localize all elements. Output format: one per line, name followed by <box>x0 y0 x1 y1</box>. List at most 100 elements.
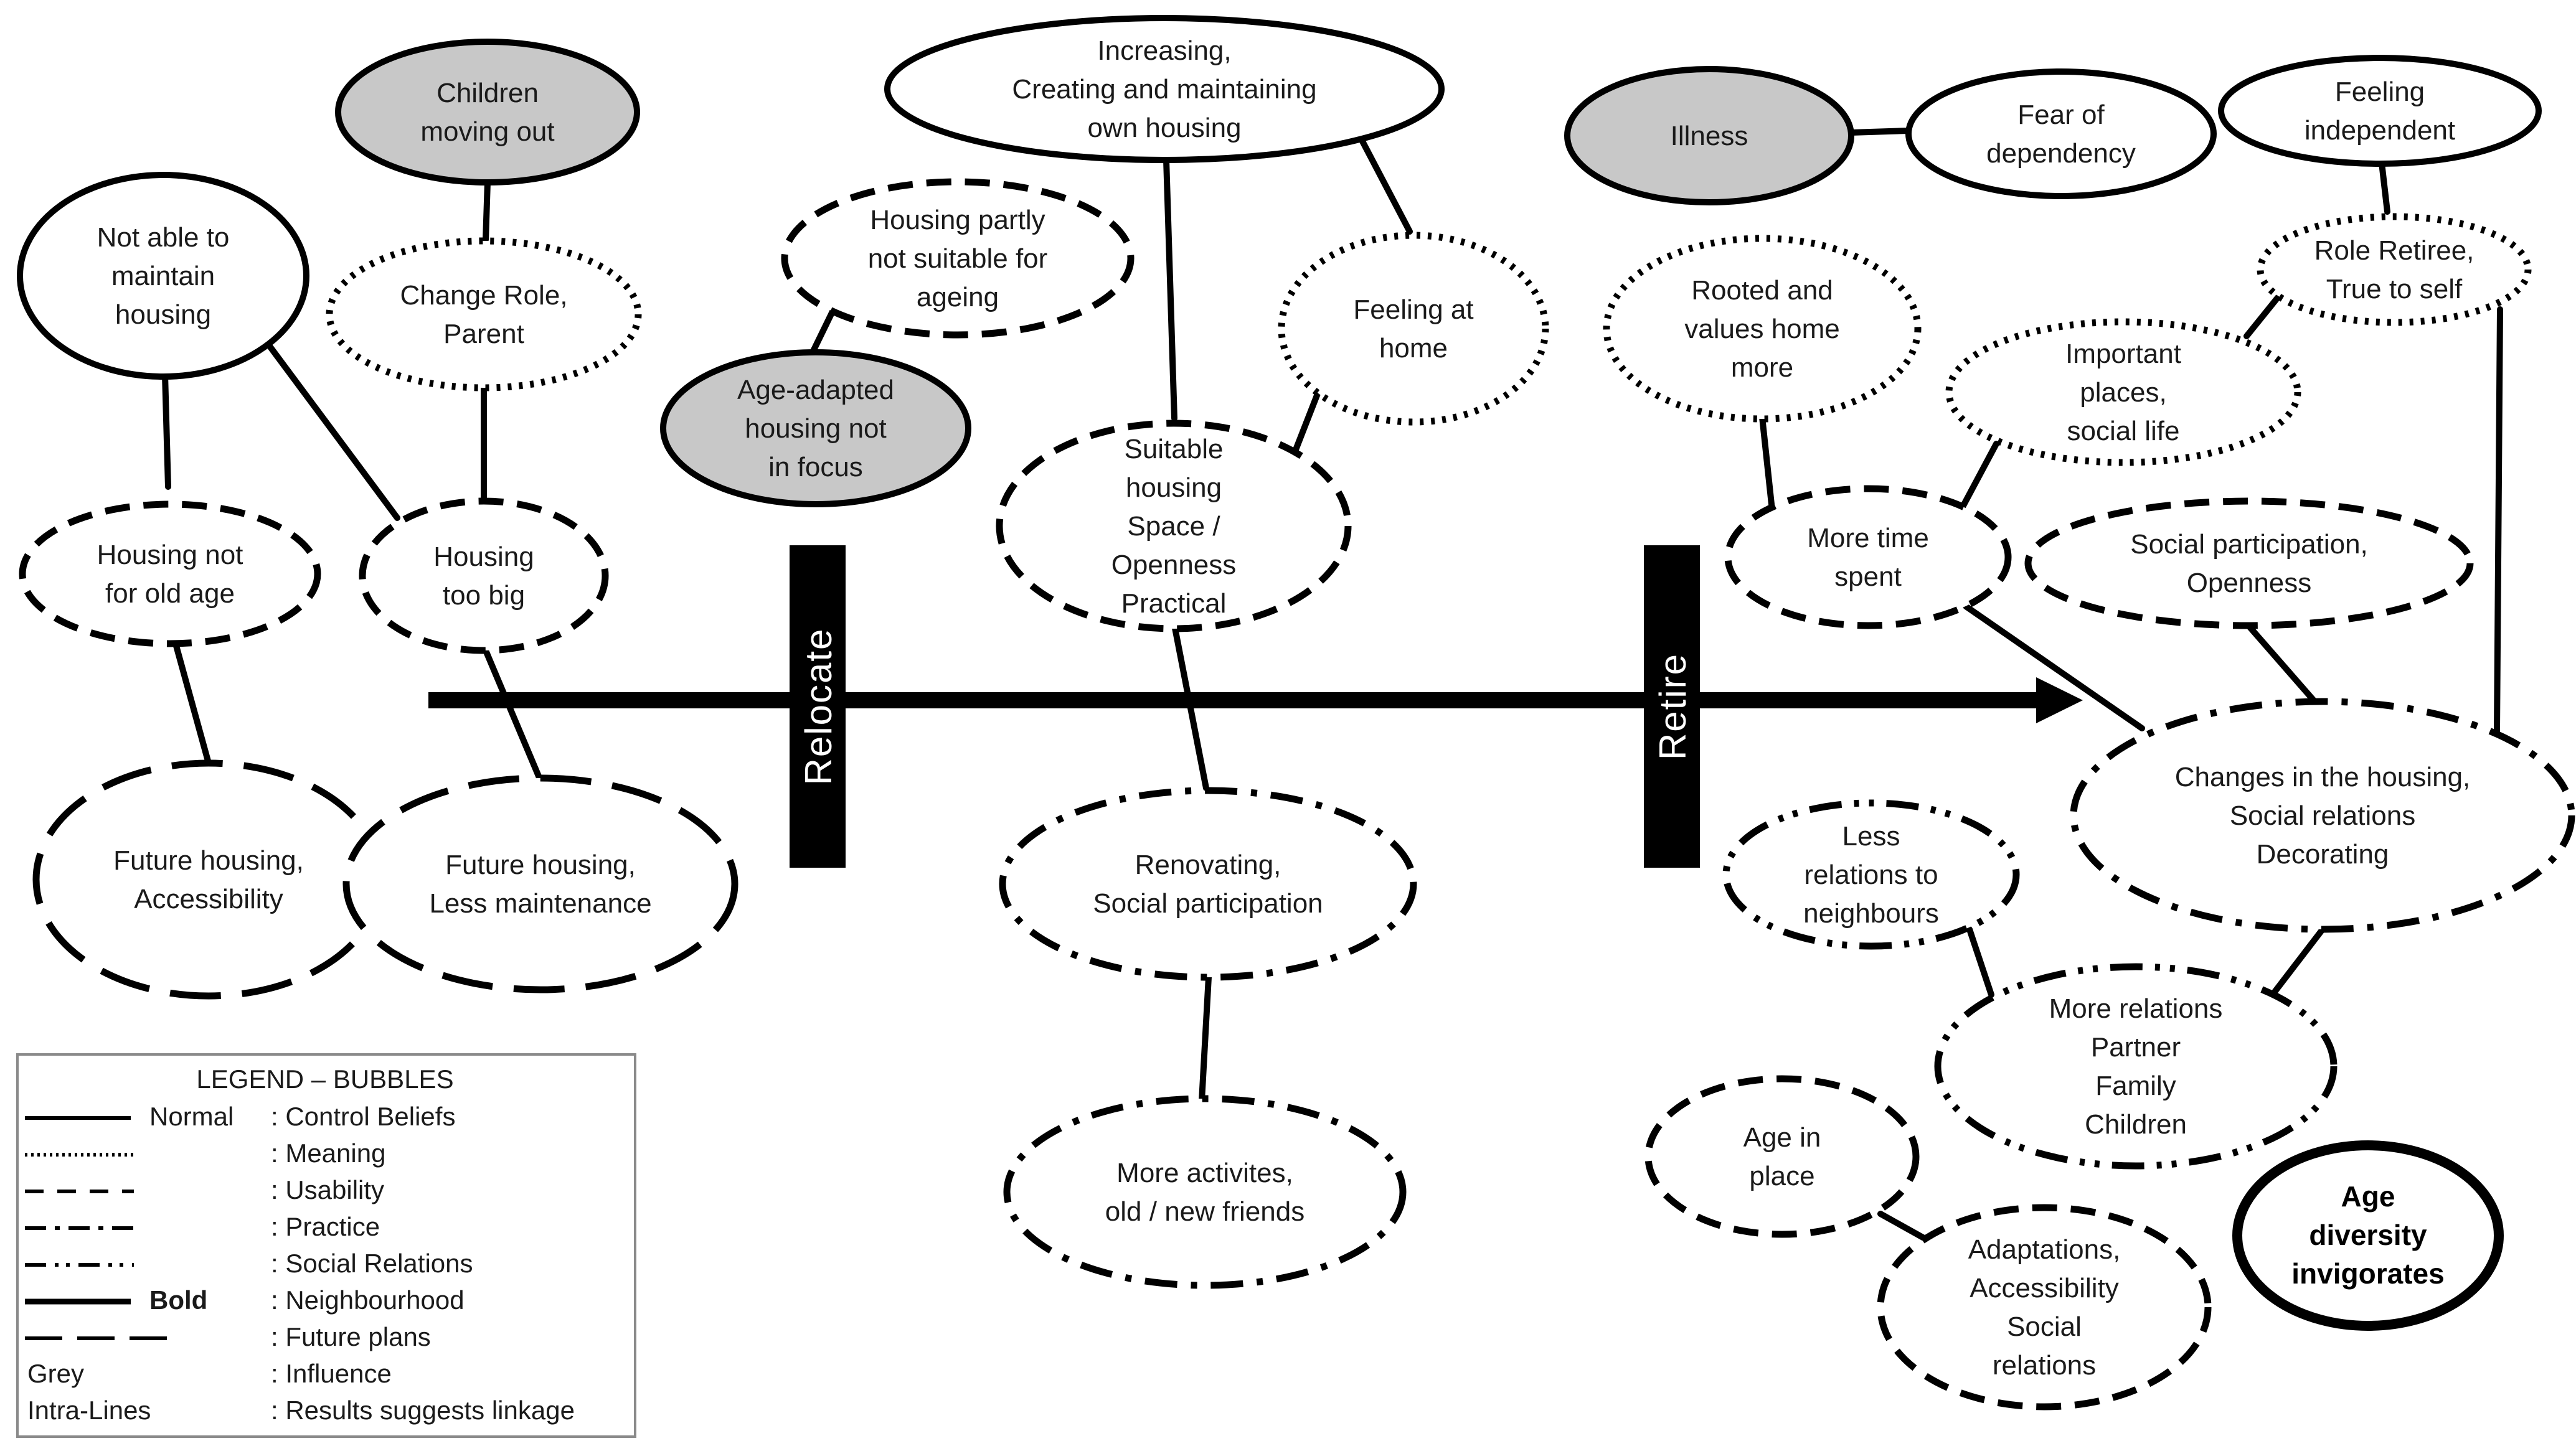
bubble-increasing-creating-housing-line: Increasing, <box>1097 35 1231 66</box>
bubble-more-relations-shape <box>1934 963 2338 1170</box>
bubble-suitable-housing-line: Practical <box>1121 588 1227 619</box>
bubble-renovating-social-participation-line: Renovating, <box>1135 850 1281 880</box>
bubble-housing-not-for-old-age-shape <box>19 500 321 647</box>
bubble-role-retiree-line: Role Retiree, <box>2314 235 2475 266</box>
timeline-arrow <box>428 677 2083 723</box>
bar-retire-label: Retire <box>1652 653 1694 760</box>
bubble-age-diversity-invigorates-line: Age <box>2341 1180 2395 1213</box>
bubble-not-able-to-maintain-line: maintain <box>111 261 215 291</box>
bubble-changes-in-housing: Changes in the housing,Social relationsD… <box>2070 698 2575 933</box>
legend-key-normal: Normal <box>149 1102 234 1131</box>
bubble-future-housing-accessibility-line: Future housing, <box>113 845 304 876</box>
bar-relocate-rect <box>790 545 846 868</box>
bubble-less-relations-neighbours-line: relations to <box>1804 860 1938 890</box>
legend-label-grey: : Influence <box>271 1359 392 1388</box>
bubble-changes-in-housing-line: Social relations <box>2230 800 2415 831</box>
bubble-feeling-independent-line: independent <box>2305 115 2455 146</box>
bubble-social-participation-openness-shape <box>2024 497 2474 629</box>
bubble-changes-in-housing-shape <box>2070 698 2575 933</box>
bubble-increasing-creating-housing-line: own housing <box>1087 113 1241 143</box>
bubble-more-activities-shape <box>1003 1095 1407 1289</box>
bubble-future-housing-accessibility-shape <box>32 759 385 1000</box>
bubble-illness-line: Illness <box>1671 121 1748 151</box>
bubble-change-role-parent-line: Change Role, <box>400 280 567 311</box>
bubble-housing-too-big-line: Housing <box>433 542 534 572</box>
bar-retire-rect <box>1644 545 1700 868</box>
bubble-age-adapted-housing-shape <box>660 349 971 507</box>
bubble-future-housing-accessibility: Future housing,Accessibility <box>32 759 385 1000</box>
link-not-for-old-future-access <box>172 641 212 766</box>
legend-label-intra: : Results suggests linkage <box>271 1396 575 1425</box>
bubble-not-able-to-maintain-shape <box>17 172 309 380</box>
legend-row-normal: Normal: Control Beliefs <box>25 1102 455 1131</box>
bubble-renovating-social-participation-line: Social participation <box>1093 888 1323 919</box>
bubble-adaptations-accessibility-line: relations <box>1993 1350 2096 1381</box>
bubble-role-retiree-line: True to self <box>2326 274 2463 304</box>
bubble-more-relations-line: Family <box>2095 1071 2176 1101</box>
bubble-more-activities-line: old / new friends <box>1105 1196 1305 1227</box>
bubble-suitable-housing-shape <box>996 420 1352 632</box>
link-changes-more-relations <box>2268 926 2326 999</box>
bubble-adaptations-accessibility-line: Social <box>2007 1312 2082 1342</box>
bubble-housing-partly-not-suitable-line: Housing partly <box>870 205 1045 235</box>
bubble-more-relations-line: Children <box>2085 1109 2187 1140</box>
bubble-less-relations-neighbours-shape <box>1722 799 2020 950</box>
bubble-age-in-place-line: Age in <box>1743 1122 1821 1153</box>
bar-retire: Retire <box>1644 545 1700 868</box>
link-role-changes <box>2494 306 2503 735</box>
bubble-change-role-parent-line: Parent <box>443 319 524 349</box>
link-illness-fear <box>1847 128 1911 136</box>
bubble-important-places-shape <box>1945 318 2301 466</box>
legend-label-bold: : Neighbourhood <box>271 1285 465 1315</box>
legend-label-social: : Social Relations <box>271 1249 473 1278</box>
legend-key-bold: Bold <box>149 1285 207 1315</box>
bubble-age-in-place-shape <box>1644 1075 1920 1238</box>
bubble-future-housing-less-maintenance-line: Future housing, <box>445 850 636 880</box>
legend-rows: Normal: Control Beliefs: Meaning: Usabil… <box>25 1102 575 1425</box>
bubble-age-diversity-invigorates-line: invigorates <box>2291 1257 2444 1290</box>
bar-relocate-label: Relocate <box>798 628 839 786</box>
link-feeling-home-suitable <box>1291 389 1321 458</box>
link-less-relations-more-relations <box>1966 926 1994 998</box>
bubble-social-participation-openness-line: Openness <box>2187 568 2312 598</box>
link-increasing-suitable <box>1163 157 1177 421</box>
legend-row-future: : Future plans <box>25 1322 431 1351</box>
bubble-rooted-values-home-shape <box>1603 235 1922 423</box>
bubble-increasing-creating-housing-line: Creating and maintaining <box>1012 74 1316 105</box>
bubble-important-places-line: places, <box>2080 377 2166 408</box>
legend-label-usability: : Usability <box>271 1175 384 1204</box>
link-increasing-feeling-home <box>1359 137 1413 235</box>
bar-relocate: Relocate <box>790 545 846 868</box>
bubble-children-moving-out-shape <box>335 39 640 185</box>
link-too-big-future-less <box>483 647 544 784</box>
legend-row-bold: Bold : Neighbourhood <box>25 1285 465 1315</box>
bubble-more-activities-line: More activites, <box>1116 1158 1293 1188</box>
bubble-illness: Illness <box>1564 66 1854 205</box>
bubble-feeling-at-home-shape <box>1278 232 1549 426</box>
bubble-renovating-social-participation-shape <box>999 787 1417 981</box>
link-role-important <box>2243 294 2281 339</box>
bubble-future-housing-less-maintenance: Future housing, Less maintenance <box>342 774 738 993</box>
bubble-rooted-values-home-line: values home <box>1684 314 1839 344</box>
bubble-increasing-creating-housing-shape <box>884 15 1445 163</box>
bubble-children-moving-out-line: Children <box>436 78 539 108</box>
link-independent-role <box>2379 160 2390 215</box>
bubble-future-housing-less-maintenance-shape <box>342 774 738 993</box>
legend-row-intra: Intra-Lines: Results suggests linkage <box>27 1396 575 1425</box>
bubble-housing-partly-not-suitable-line: not suitable for <box>868 243 1048 274</box>
legend-title: LEGEND – BUBBLES <box>196 1064 453 1094</box>
bubble-future-housing-less-maintenance-line: Less maintenance <box>429 888 651 919</box>
bubble-fear-of-dependency-shape <box>1905 68 2217 199</box>
bubble-less-relations-neighbours-line: Less <box>1842 821 1900 852</box>
bubble-fear-of-dependency-line: Fear of <box>2017 100 2105 130</box>
link-children-change-role <box>483 179 491 243</box>
bubble-less-relations-neighbours-line: neighbours <box>1803 898 1939 929</box>
bubble-more-time-spent-line: spent <box>1834 561 1902 592</box>
bubble-change-role-parent: Change Role, Parent <box>326 237 642 392</box>
